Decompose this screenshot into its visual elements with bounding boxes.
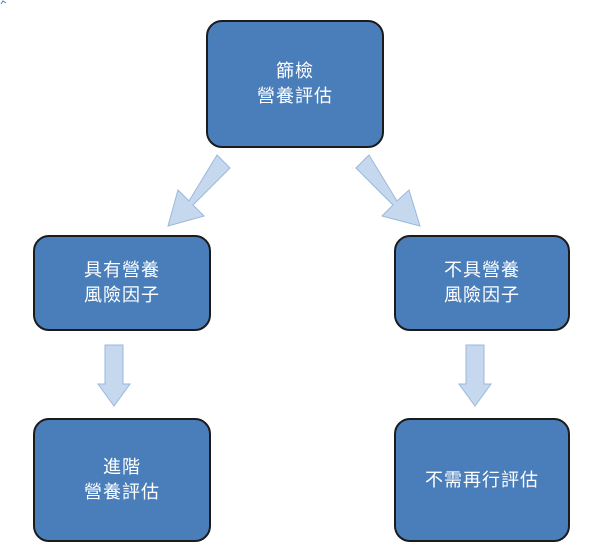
node-label-line2: 營養評估 [84,482,160,503]
arrow-screen-to-risk [167,154,231,227]
corner-dot-icon [0,0,7,5]
arrow-risk-to-advanced [97,344,131,407]
node-label-line2: 風險因子 [84,285,160,306]
node-has-risk-factors: 具有營養 風險因子 [33,235,211,331]
node-label-line1: 不需再行評估 [425,469,539,491]
node-label-line2: 營養評估 [257,86,333,107]
node-label-line1: 具有營養 [84,260,160,281]
node-screening-assessment: 篩檢 營養評估 [206,20,384,148]
node-advanced-assessment: 進階 營養評估 [33,418,211,542]
arrow-screen-to-norisk [355,154,421,227]
node-no-risk-factors: 不具營養 風險因子 [394,235,570,331]
node-label-line1: 篩檢 [276,61,314,82]
arrow-norisk-to-noneed [458,344,492,407]
node-label-line1: 進階 [103,457,141,478]
node-label-line2: 風險因子 [444,285,520,306]
node-label-line1: 不具營養 [444,260,520,281]
node-no-further-assessment: 不需再行評估 [394,418,570,542]
